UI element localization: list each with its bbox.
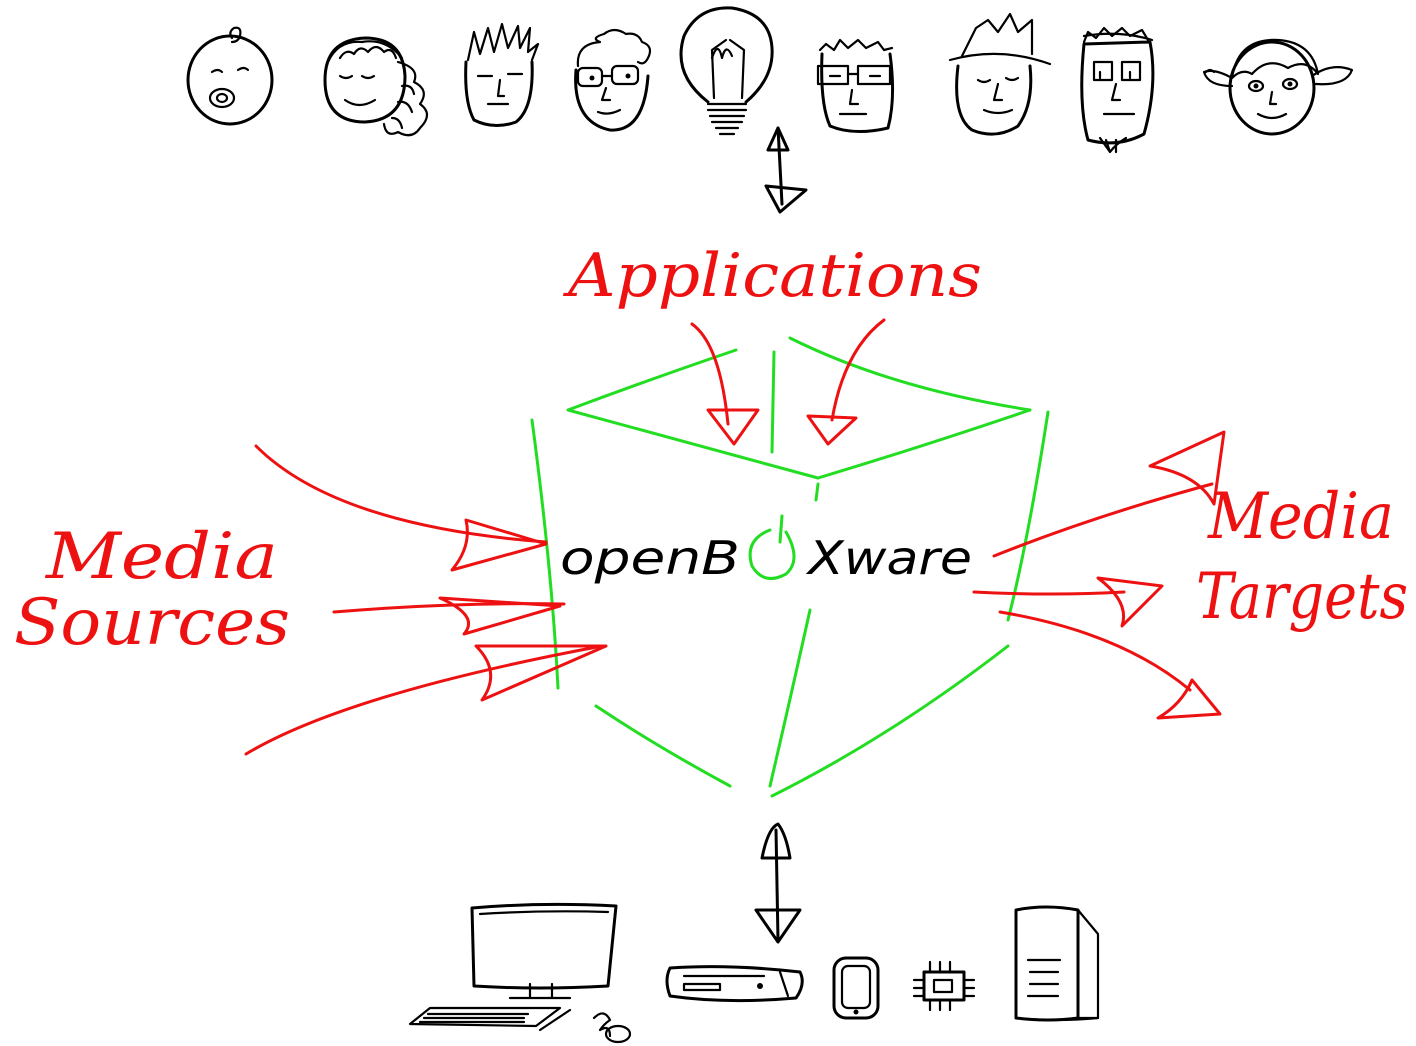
chip-icon — [912, 960, 976, 1012]
hat-face-icon — [948, 12, 1052, 136]
devices-row — [408, 902, 1100, 1044]
applications-arrows — [690, 318, 886, 446]
media-sources-label-line1: Media — [45, 520, 278, 594]
lightbulb-icon — [679, 6, 774, 136]
goatee-face-icon — [1080, 26, 1155, 154]
glasses-face-icon — [574, 28, 652, 132]
square-glasses-face-icon — [816, 38, 895, 133]
applications-label: Applications — [563, 241, 982, 311]
openboxware-box — [530, 336, 1050, 798]
power-icon — [748, 514, 796, 580]
logo-text-after: Xware — [806, 531, 972, 585]
bottom-double-arrow — [754, 822, 802, 944]
media-sources-label-line2: Sources — [14, 586, 290, 660]
media-sources-arrows — [244, 444, 608, 756]
top-double-arrow — [764, 126, 808, 214]
desktop-computer-icon — [408, 902, 632, 1044]
openboxware-logo: openB Xware — [560, 514, 972, 585]
curly-hair-face-icon — [323, 36, 429, 137]
mobile-phone-icon — [832, 956, 880, 1020]
set-top-box-icon — [665, 965, 804, 1003]
baby-face-icon — [186, 26, 274, 126]
media-targets-label-line2: Targets — [1196, 560, 1408, 634]
pigtails-face-icon — [1202, 38, 1354, 136]
server-tower-icon — [1014, 905, 1100, 1022]
spiky-hair-face-icon — [464, 22, 540, 127]
logo-text-before: openB — [560, 531, 740, 585]
users-row — [186, 6, 1354, 154]
media-targets-arrows — [972, 430, 1226, 720]
media-targets-label-line1: Media — [1207, 480, 1394, 554]
